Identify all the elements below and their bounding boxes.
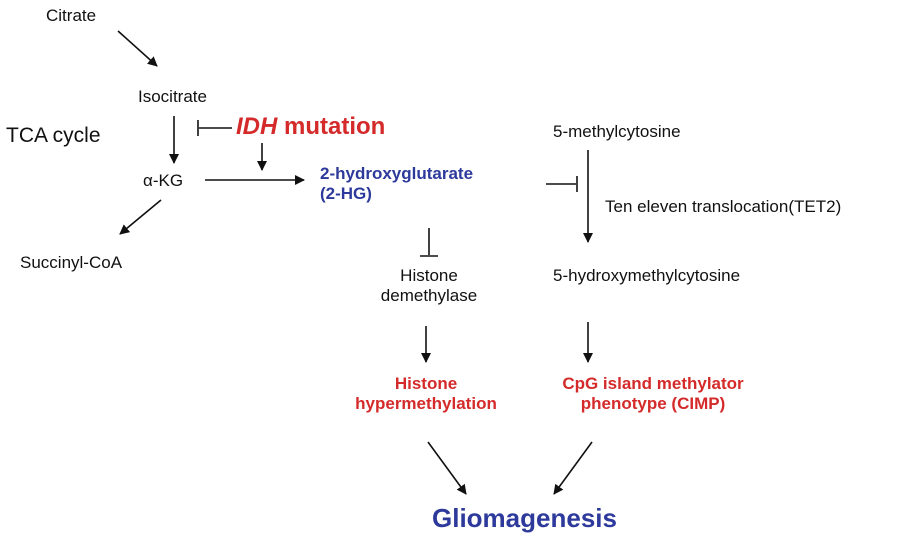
- node-5-methylcytosine: 5-methylcytosine: [553, 122, 681, 141]
- outcome-cimp: CpG island methylator phenotype (CIMP): [540, 374, 766, 413]
- node-2hg-line1: 2-hydroxyglutarate: [320, 164, 474, 183]
- arrow-citrate-to-isocitrate: [117, 30, 158, 67]
- outcome-histone-line1: Histone: [394, 374, 458, 393]
- label-tet2: Ten eleven translocation(TET2): [605, 197, 842, 216]
- label-tca-cycle: TCA cycle: [6, 124, 101, 147]
- outcome-cimp-line2: phenotype (CIMP): [580, 393, 726, 413]
- node-succinyl-coa: Succinyl-CoA: [20, 253, 123, 272]
- node-5-hydroxymethylcytosine: 5-hydroxymethylcytosine: [553, 266, 741, 285]
- idh-mutation-suffix: mutation: [277, 113, 386, 140]
- arrow-hypermethylation-to-gliomagenesis: [427, 441, 467, 495]
- node-isocitrate: Isocitrate: [138, 87, 207, 106]
- node-citrate: Citrate: [46, 6, 97, 25]
- arrow-akg-to-succinyl-coa: [119, 199, 162, 235]
- node-2hg-line2: (2-HG): [320, 183, 372, 203]
- arrow-cimp-to-gliomagenesis: [553, 441, 593, 495]
- node-histone-demethylase-line2: demethylase: [380, 285, 478, 305]
- outcome-histone-line2: hypermethylation: [355, 393, 497, 413]
- node-histone-demethylase: Histone demethylase: [358, 266, 500, 305]
- idh-gene-name: IDH: [236, 113, 278, 140]
- node-2-hydroxyglutarate: 2-hydroxyglutarate (2-HG): [320, 164, 473, 203]
- label-idh-mutation: IDH mutation: [236, 113, 385, 141]
- outcome-histone-hypermethylation: Histone hypermethylation: [316, 374, 536, 413]
- outcome-gliomagenesis: Gliomagenesis: [432, 503, 617, 533]
- outcome-cimp-line1: CpG island methylator: [562, 374, 744, 393]
- node-alpha-kg: α-KG: [143, 171, 184, 190]
- node-histone-demethylase-line1: Histone: [400, 266, 458, 285]
